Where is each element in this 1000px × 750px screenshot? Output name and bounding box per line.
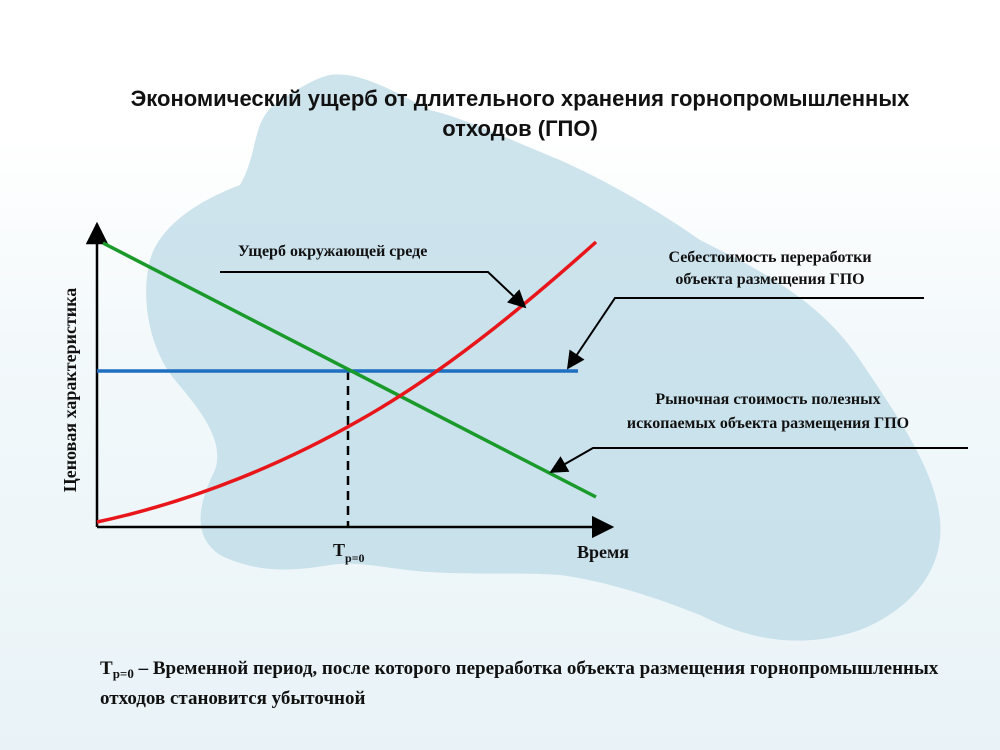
cost-label-line1: Себестоимость переработки bbox=[668, 249, 871, 266]
market-label-line2: ископаемых объекта размещения ГПО bbox=[627, 415, 909, 432]
damage-label: Ущерб окружающей среде bbox=[238, 243, 427, 260]
x-axis-label: Время bbox=[577, 542, 629, 562]
market-label-line1: Рыночная стоимость полезных bbox=[655, 391, 880, 408]
footnote-t-subscript: р=0 bbox=[112, 666, 134, 681]
title-line-2: отходов (ГПО) bbox=[442, 116, 598, 141]
page-title: Экономический ущерб от длительного хране… bbox=[0, 84, 1000, 144]
breakeven-time-subscript: р=0 bbox=[345, 551, 365, 565]
title-line-1: Экономический ущерб от длительного хране… bbox=[130, 86, 910, 111]
map-silhouette bbox=[146, 74, 941, 641]
footnote-t-main: Т bbox=[100, 658, 113, 679]
y-axis-label: Ценовая характеристика bbox=[60, 288, 80, 493]
damage-leader-line bbox=[220, 271, 527, 309]
footnote-text: – Временной период, после которого перер… bbox=[100, 658, 939, 709]
breakeven-time-label: Тр=0 bbox=[333, 540, 365, 565]
breakeven-time-main: Т bbox=[333, 540, 345, 560]
market-value-line bbox=[102, 241, 597, 499]
market-leader-line bbox=[549, 447, 968, 473]
cost-label-line2: объекта размещения ГПО bbox=[675, 271, 864, 288]
footnote: Тр=0 – Временной период, после которого … bbox=[100, 656, 980, 711]
cost-leader-line bbox=[566, 297, 924, 370]
